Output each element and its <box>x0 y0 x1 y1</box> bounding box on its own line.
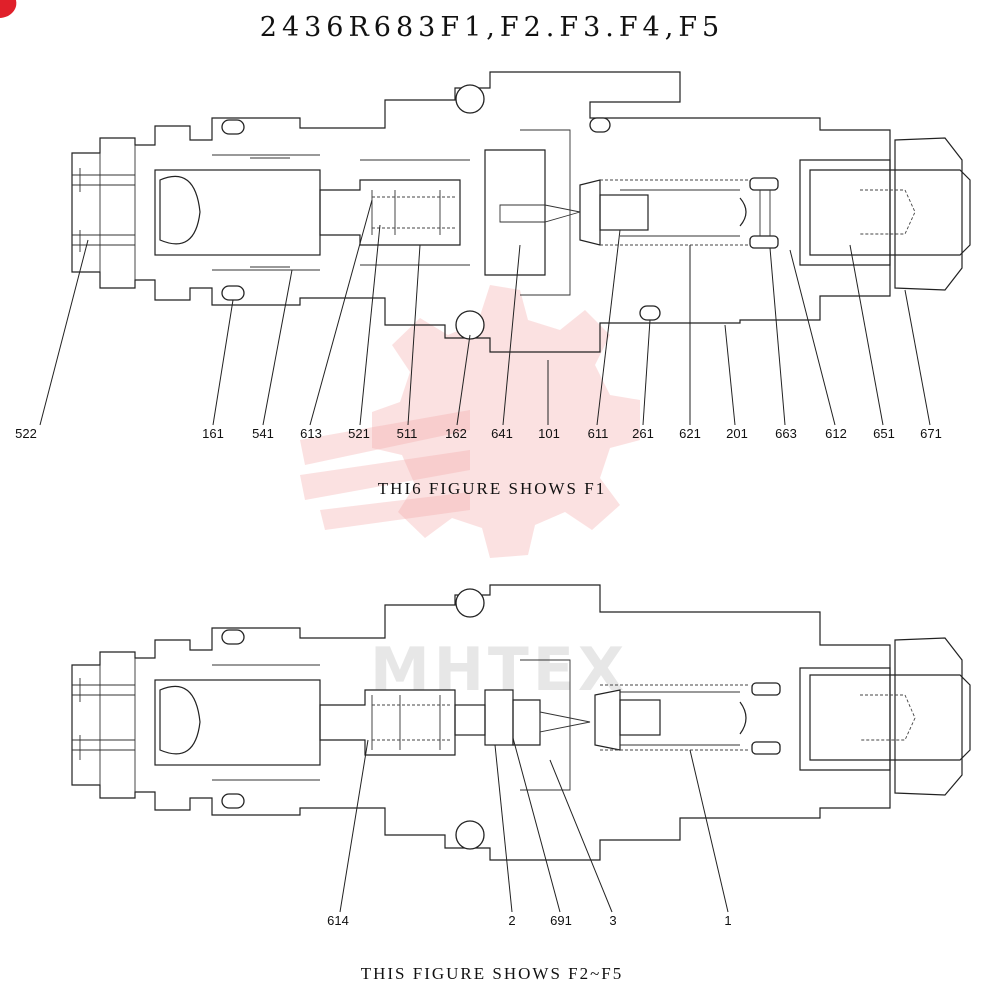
figure-2-labels: 614 2 691 3 1 <box>327 913 731 928</box>
figure-2-valve <box>71 584 971 861</box>
part-label-691: 691 <box>550 913 572 928</box>
part-label-613: 613 <box>300 426 322 441</box>
part-label-521: 521 <box>348 426 370 441</box>
part-label-2: 2 <box>508 913 515 928</box>
watermark-logo: MHTEX <box>300 285 640 705</box>
part-label-101: 101 <box>538 426 560 441</box>
part-label-1: 1 <box>724 913 731 928</box>
part-label-641: 641 <box>491 426 513 441</box>
figure-1-caption: THI6 FIGURE SHOWS F1 <box>377 479 607 498</box>
part-label-261: 261 <box>632 426 654 441</box>
part-label-522: 522 <box>15 426 37 441</box>
part-label-663: 663 <box>775 426 797 441</box>
corner-badge <box>0 0 17 18</box>
part-label-651: 651 <box>873 426 895 441</box>
figure-2-caption: THIS FIGURE SHOWS F2~F5 <box>360 964 624 983</box>
part-label-611: 611 <box>588 426 609 441</box>
part-label-161: 161 <box>202 426 224 441</box>
part-label-162: 162 <box>445 426 467 441</box>
figure-2-leaders <box>339 737 729 913</box>
part-label-614: 614 <box>327 913 349 928</box>
figure-1-valve <box>71 71 971 353</box>
figure-1-labels: 522 161 541 613 521 511 162 641 101 611 … <box>15 426 942 441</box>
part-label-671: 671 <box>920 426 942 441</box>
watermark-text: MHTEX <box>370 635 628 705</box>
part-label-201: 201 <box>726 426 748 441</box>
part-label-3: 3 <box>609 913 616 928</box>
part-label-511: 511 <box>397 426 418 441</box>
drawing-title: 2436R683F1,F2.F3.F4,F5 <box>259 12 725 43</box>
part-label-621: 621 <box>679 426 701 441</box>
part-label-541: 541 <box>252 426 274 441</box>
figure-1-leaders <box>39 199 931 426</box>
part-label-612: 612 <box>825 426 847 441</box>
